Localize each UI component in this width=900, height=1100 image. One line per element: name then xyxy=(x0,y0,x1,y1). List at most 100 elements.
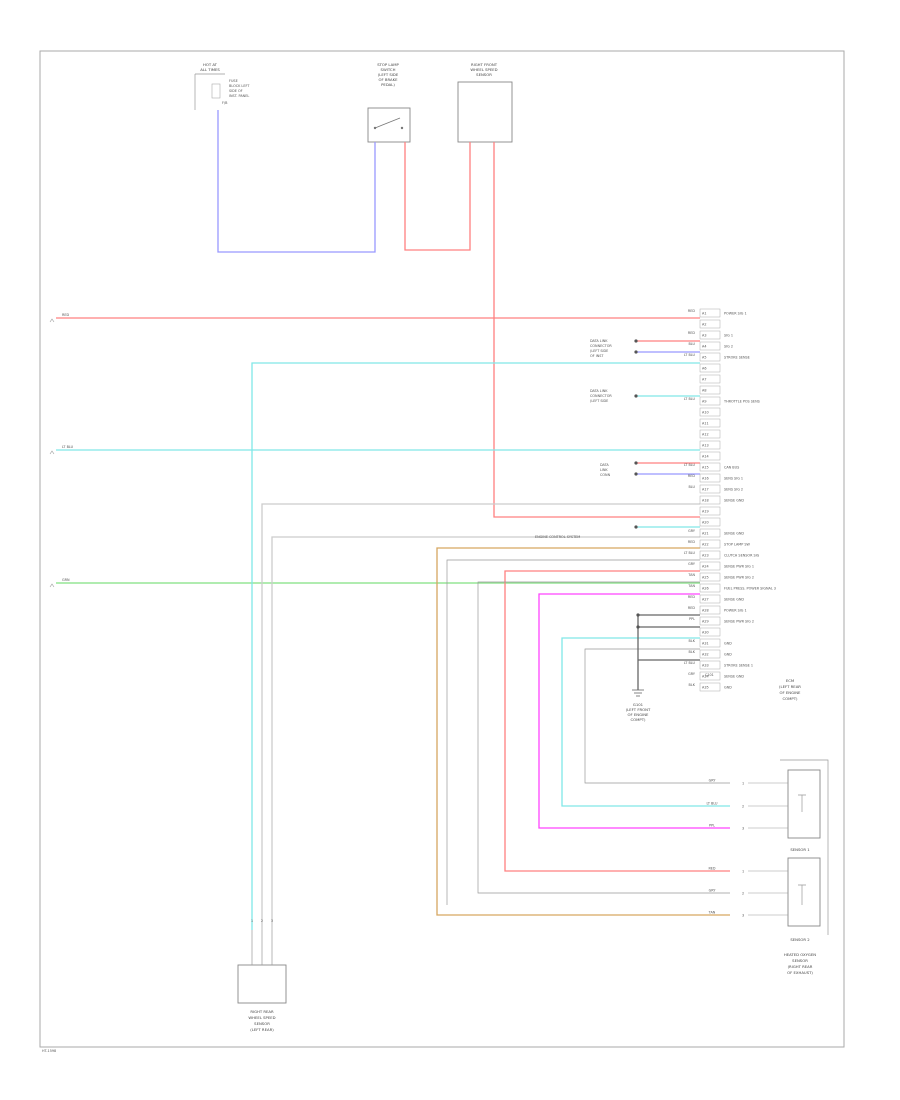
ecm-pin-number: A25 xyxy=(702,576,709,580)
ecm-pin-box xyxy=(699,539,721,549)
front-wheel-speed-sensor: RIGHT FRONT WHEEL SPEED SENSOR xyxy=(457,62,513,143)
ecm-pin-box xyxy=(699,495,721,505)
wire-stroke-sense xyxy=(251,362,700,930)
ecm-pin-wire-color: RED xyxy=(688,331,695,335)
engine-control-callout: ENGINE CONTROL SYSTEM xyxy=(535,535,580,539)
ecm-pin-box xyxy=(699,517,721,527)
branch-label-group-1: DATA LINK CONNECTOR (LEFT SIDE OF INST xyxy=(590,339,612,358)
diagram-frame xyxy=(39,50,845,1048)
sensor-pin-wire-color: GRY xyxy=(709,779,717,783)
svg-text:OF INST: OF INST xyxy=(590,354,604,358)
ecm-pin-wire-color: RED xyxy=(688,606,695,610)
ecm-pin-number: A17 xyxy=(702,488,709,492)
ecm-pin-wire-color: GRY xyxy=(688,529,696,533)
ecm-pin-box xyxy=(699,671,721,681)
wire-gray-1 xyxy=(261,503,700,930)
svg-text:(LEFT SIDE: (LEFT SIDE xyxy=(590,399,608,403)
ecm-pin-wire-color: BLU xyxy=(688,342,695,346)
wire-sensor-to-ecm xyxy=(493,142,700,518)
ecm-pin-number: A2 xyxy=(702,323,706,327)
ecm-pin-function: SENSE GND xyxy=(724,499,744,503)
svg-text:SWITCH: SWITCH xyxy=(381,67,396,72)
ecm-pin-box xyxy=(699,605,721,615)
ecm-pin-function: GND xyxy=(724,642,732,646)
ecm-pin-number: A14 xyxy=(702,455,709,459)
ecm-pin-function: SENSE PWR SIG 2 xyxy=(724,576,754,580)
ecm-pin-function: SIG 1 xyxy=(724,334,733,338)
ecm-pin-number: A31 xyxy=(702,642,709,646)
ecm-pin-wire-color: LT BLU xyxy=(684,397,696,401)
ecm-pin-number: A19 xyxy=(702,510,709,514)
ecm-pin-number: A21 xyxy=(702,532,709,536)
left-wire-label-0: RED xyxy=(62,313,69,317)
sensor-pin-number: 2 xyxy=(742,805,744,809)
ecm-pin-wire-color: RED xyxy=(688,474,695,478)
svg-text:RIGHT REAR: RIGHT REAR xyxy=(250,1009,274,1014)
ecm-pin-wire-color: TAN xyxy=(687,573,695,577)
ecm-pin-box xyxy=(699,550,721,560)
svg-text:OF ENGINE: OF ENGINE xyxy=(780,690,802,695)
ecm-pin-function: FUEL PRESS. POWER SIGNAL 3 xyxy=(724,587,776,591)
ecm-pin-box xyxy=(699,572,721,582)
ground-symbol xyxy=(632,689,644,697)
ecm-pin-wire-color: BLK xyxy=(689,650,696,654)
ecm-pin-function: STOP LAMP SW xyxy=(724,543,751,547)
ecm-pin-function: POWER SIG 1 xyxy=(724,609,747,613)
wire-tan-thin xyxy=(446,559,700,905)
ecm-pin-function: CLUTCH SENSOR SIG xyxy=(724,554,760,558)
ground-label-2: OF ENGINE xyxy=(628,712,650,717)
junction-dots xyxy=(634,339,640,629)
ecm-pin-number: A1 xyxy=(702,312,706,316)
ecm-pin-wire-color: GRY xyxy=(688,672,696,676)
ecm-pin-function: SENSE GND xyxy=(724,675,744,679)
ecm-pin-box xyxy=(699,385,721,395)
svg-text:(LEFT REAR: (LEFT REAR xyxy=(779,684,801,689)
ground-label-0: G101 xyxy=(633,702,644,707)
ecm-pin-box xyxy=(699,594,721,604)
wire-brake-to-sensor xyxy=(404,142,471,251)
ecm-pin-box xyxy=(699,649,721,659)
svg-text:SIDE OF: SIDE OF xyxy=(229,89,243,93)
ecm-pin-wire-color: LT BLU xyxy=(684,463,696,467)
ecm-pin-number: A5 xyxy=(702,356,706,360)
ecm-pin-number: A12 xyxy=(702,433,709,437)
ecm-pin-function: STROKE SENSE 1 xyxy=(724,664,753,668)
ecm-pin-number: A33 xyxy=(702,664,709,668)
ecm-pin-box xyxy=(699,616,721,626)
ecm-pin-box xyxy=(699,330,721,340)
fuse-block: HOT AT ALL TIMES FUSE BLOCK LEFT SIDE OF… xyxy=(194,62,250,110)
ecm-pin-function: SENSE PWR SIG 1 xyxy=(724,565,754,569)
ecm-pin-box xyxy=(699,561,721,571)
ecm-pin-function: POWER SIG 1 xyxy=(724,312,747,316)
ecm-pin-box xyxy=(699,462,721,472)
svg-text:STOP LAMP: STOP LAMP xyxy=(377,62,399,67)
ecm-pin-number: A16 xyxy=(702,477,709,481)
ecm-pin-box xyxy=(699,583,721,593)
svg-text:2: 2 xyxy=(261,919,263,923)
ecm-pin-box xyxy=(699,374,721,384)
right-sensor-block: SENSOR 1 SENSOR 2 xyxy=(780,759,829,942)
ecm-pin-box xyxy=(699,341,721,351)
svg-text:SENSOR 2: SENSOR 2 xyxy=(790,937,810,942)
ecm-pin-function: SENSE GND xyxy=(724,532,744,536)
svg-text:(LEFT REAR): (LEFT REAR) xyxy=(250,1027,274,1032)
sensor-pin-wire-color: LT BLU xyxy=(706,802,718,806)
ground-label-3: COMPT) xyxy=(630,717,646,722)
ecm-pin-number: A4 xyxy=(702,345,706,349)
svg-text:OF BRAKE: OF BRAKE xyxy=(379,77,399,82)
ecm-pin-box xyxy=(699,418,721,428)
svg-text:WHEEL SPEED: WHEEL SPEED xyxy=(248,1015,275,1020)
svg-text:SENSOR: SENSOR xyxy=(254,1021,270,1026)
ecm-pin-box xyxy=(699,682,721,692)
svg-text:COMPT): COMPT) xyxy=(782,696,798,701)
ecm-pin-number: A35 xyxy=(702,686,709,690)
ecm-pin-number: A24 xyxy=(702,565,709,569)
wire-magenta xyxy=(538,593,730,829)
ecm-pin-number: A15 xyxy=(702,466,709,470)
ecm-pin-number: A34 xyxy=(702,675,709,679)
wire-gray-sensor1 xyxy=(584,648,730,784)
ecm-pin-function: THROTTLE POS SENS xyxy=(723,400,760,404)
ecm-pin-wire-color: LT BLU xyxy=(684,551,696,555)
